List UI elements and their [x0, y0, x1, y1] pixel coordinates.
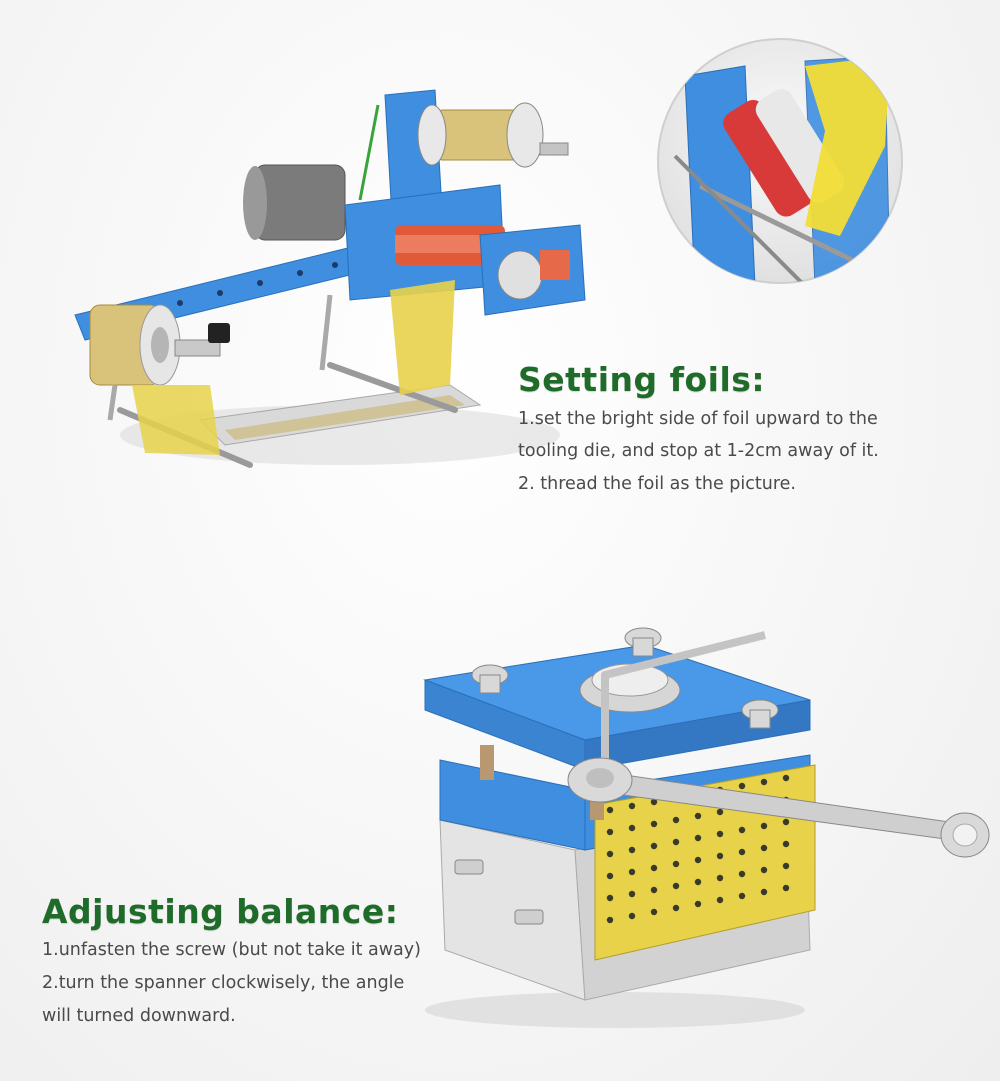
adjusting-balance-heading: Adjusting balance: [42, 892, 399, 931]
perforation-hole [650, 820, 658, 828]
perforation-hole [650, 864, 658, 872]
perforation-hole [650, 842, 658, 850]
perforation-hole [694, 856, 702, 864]
perforation-hole [672, 838, 680, 846]
setting-foils-step2: 2. thread the foil as the picture. [518, 474, 796, 494]
adjusting-balance-step2-line2: will turned downward. [42, 1006, 236, 1026]
perforation-hole [650, 908, 658, 916]
perforation-hole [738, 892, 746, 900]
perforation-hole [738, 782, 746, 790]
perforation-hole [716, 808, 724, 816]
perforation-hole [672, 860, 680, 868]
perforation-hole [672, 882, 680, 890]
perforation-hole [650, 798, 658, 806]
adjusting-balance-step1: 1.unfasten the screw (but not take it aw… [42, 940, 421, 960]
perforation-hole [694, 878, 702, 886]
perforation-hole [782, 884, 790, 892]
perforation-hole [628, 912, 636, 920]
perforation-hole [694, 812, 702, 820]
perforation-hole [606, 828, 614, 836]
foil-threading-closeup [657, 38, 903, 284]
perforation-hole [760, 822, 768, 830]
perforation-hole [606, 806, 614, 814]
setting-foils-heading: Setting foils: [518, 360, 766, 399]
perforation-hole [672, 904, 680, 912]
perforation-hole [606, 850, 614, 858]
perforation-hole [672, 816, 680, 824]
perforation-hole [628, 846, 636, 854]
perforation-hole [782, 840, 790, 848]
perforation-hole [650, 886, 658, 894]
perforation-hole [628, 824, 636, 832]
perforation-hole [782, 774, 790, 782]
perforation-hole [628, 868, 636, 876]
adjusting-balance-step2-line1: 2.turn the spanner clockwisely, the angl… [42, 973, 405, 993]
setting-foils-section: Setting foils: 1.set the bright side of … [0, 0, 1000, 540]
perforation-hole [716, 830, 724, 838]
perforation-hole [760, 888, 768, 896]
setting-foils-step1-line1: 1.set the bright side of foil upward to … [518, 409, 878, 429]
perforation-hole [628, 890, 636, 898]
perforation-hole [716, 874, 724, 882]
perforation-hole [738, 870, 746, 878]
perforation-hole [716, 852, 724, 860]
perforation-hole [606, 894, 614, 902]
perforation-hole [760, 778, 768, 786]
perforation-hole [782, 862, 790, 870]
perforation-hole [716, 896, 724, 904]
perforation-hole [694, 834, 702, 842]
perforation-hole [628, 802, 636, 810]
perforation-hole [606, 872, 614, 880]
foil-feeder-illustration [74, 89, 586, 468]
perforation-hole [738, 848, 746, 856]
die-holder-with-spanner-illustration [423, 627, 990, 1028]
perforation-hole [782, 818, 790, 826]
adjusting-balance-section: Adjusting balance: 1.unfasten the screw … [0, 540, 1000, 1081]
perforation-hole [606, 916, 614, 924]
perforation-hole [760, 844, 768, 852]
perforation-hole [738, 826, 746, 834]
perforation-hole [694, 900, 702, 908]
setting-foils-step1-line2: tooling die, and stop at 1-2cm away of i… [518, 441, 879, 461]
perforation-hole [760, 866, 768, 874]
